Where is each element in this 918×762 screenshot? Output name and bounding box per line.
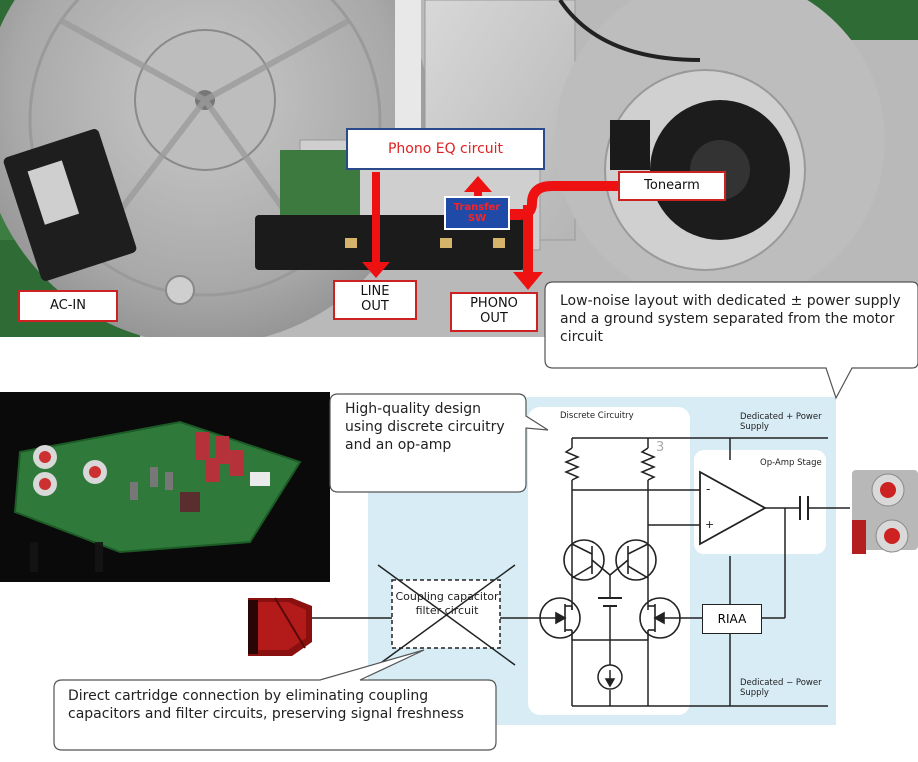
direct-cartridge-callout: Direct cartridge connection by eliminati… (68, 688, 464, 723)
opamp-plus-sign: + (705, 518, 715, 531)
phono-board-photo (0, 392, 330, 582)
fet-transistors (539, 597, 681, 640)
phono-cartridge (248, 597, 312, 656)
opamp-minus-sign: - (706, 482, 711, 496)
current-source (597, 664, 623, 690)
rca-output-jack (852, 470, 918, 554)
opamp-stage-label: Op-Amp Stage (760, 458, 822, 468)
coupling-filter-label: Coupling capacitor filter circuit (395, 590, 499, 618)
dedicated-plus-label: Dedicated + Power Supply (740, 412, 822, 433)
phono-out-label: PHONO OUT (450, 292, 538, 332)
line-out-label: LINE OUT (333, 280, 417, 320)
tonearm-label: Tonearm (618, 171, 726, 201)
callout-high-quality-bubble (329, 393, 549, 493)
low-noise-callout: Low-noise layout with dedicated ± power … (560, 293, 901, 346)
resistors (564, 438, 656, 490)
bjt-transistors (563, 539, 657, 581)
eliminated-cross (377, 564, 516, 666)
transfer-sw-label: Transfer SW (444, 196, 510, 230)
turntable-interior-photo (0, 0, 918, 337)
riaa-block: RIAA (702, 604, 762, 634)
dedicated-minus-label: Dedicated − Power Supply (740, 678, 822, 699)
callout-direct-cartridge-bubble (53, 649, 497, 751)
discrete-circuitry-panel (528, 407, 690, 715)
opamp-triangle (699, 470, 767, 546)
marker-3: 3 (656, 440, 665, 455)
phono-eq-label: Phono EQ circuit (346, 128, 545, 170)
output-capacitor (799, 496, 809, 520)
ac-in-label: AC-IN (18, 290, 118, 322)
high-quality-callout: High-quality design using discrete circu… (345, 401, 505, 454)
discrete-circuitry-label: Discrete Circuitry (560, 411, 634, 421)
